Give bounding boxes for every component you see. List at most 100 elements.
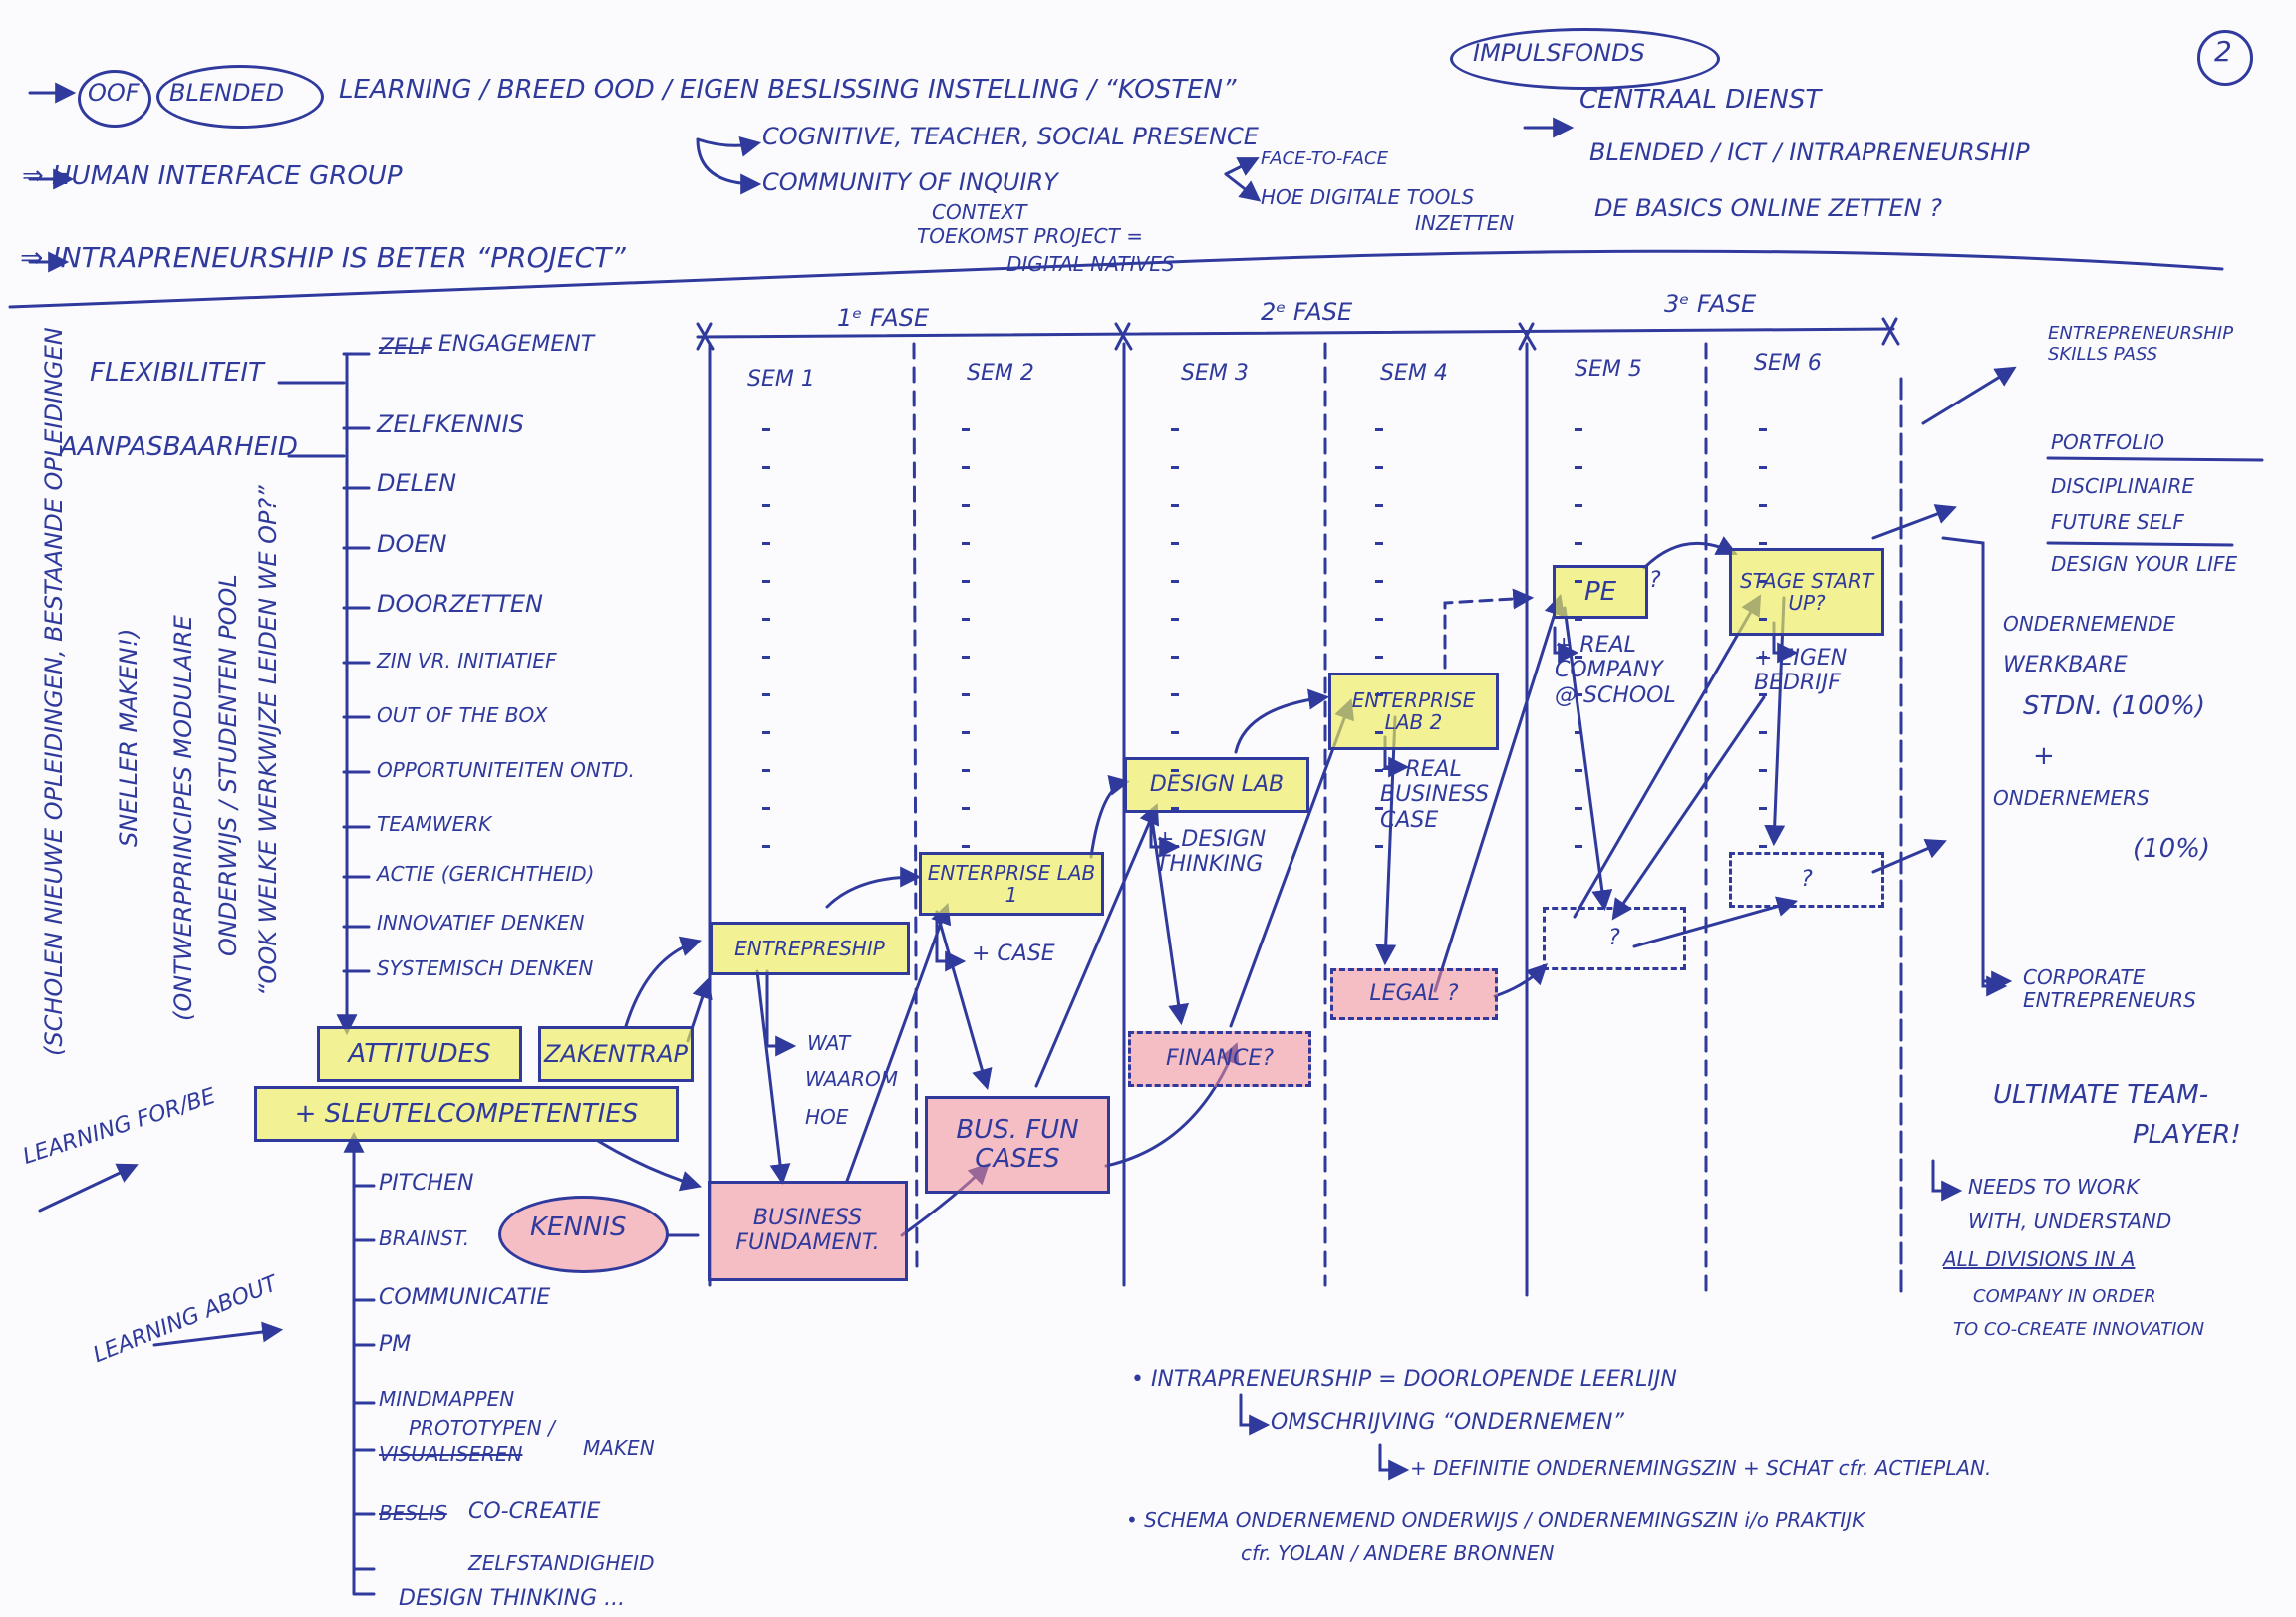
arrow-community: [696, 137, 762, 195]
vertical-note-4: ONDERWIJS / STUDENTEN POOL: [214, 574, 242, 956]
semester-dash: [1375, 466, 1383, 469]
arrow-legal-pe: [1433, 593, 1565, 993]
attitude-item-10: INNOVATIEF DENKEN: [377, 911, 585, 935]
sem-6: SEM 6: [1754, 351, 1822, 376]
semester-dash: [762, 580, 770, 583]
semester-dash: [1759, 807, 1767, 810]
kennis-design-thinking: DESIGN THINKING ...: [399, 1586, 626, 1611]
portfolio-line: [2046, 456, 2264, 462]
semester-dash: [1375, 428, 1383, 431]
skills-arrow: [1921, 366, 2017, 425]
attitude-item-11: SYSTEMISCH DENKEN: [377, 956, 594, 980]
semester-dash: [762, 731, 770, 734]
semester-dash: [962, 807, 970, 810]
semester-dash: [762, 428, 770, 431]
header-blended: BLENDED: [169, 79, 285, 107]
right-werkbare: WERKBARE: [2003, 653, 2128, 677]
attitude-item-2: DELEN: [377, 469, 457, 497]
semester-dash: [1171, 845, 1179, 848]
semester-dash: [1375, 504, 1383, 507]
semester-dash: [1575, 656, 1582, 659]
impulsfonds-circle: [1450, 28, 1720, 90]
attitude-item-9: ACTIE (GERICHTHEID): [377, 862, 595, 886]
semester-dash: [1575, 504, 1582, 507]
semester-dash: [962, 618, 970, 621]
semester-dash: [1375, 618, 1383, 621]
attitude-item-5: ZIN VR. INITIATIEF: [377, 649, 557, 673]
attitude-item-6: OUT OF THE BOX: [377, 703, 548, 727]
semester-dash: [1375, 769, 1383, 772]
note-pe-q: ?: [1649, 568, 1661, 593]
kennis-oval-label: KENNIS: [530, 1213, 627, 1242]
semester-dash: [962, 845, 970, 848]
semester-dash: [762, 656, 770, 659]
semester-dash: [1575, 731, 1582, 734]
header-oof: OOF: [88, 79, 140, 107]
col-line-2: [912, 342, 919, 1277]
oof-circle: [78, 70, 151, 128]
box-legal: LEGAL ?: [1330, 968, 1498, 1020]
attitudes-box: ATTITUDES: [317, 1026, 522, 1082]
arrow-face: [1224, 157, 1260, 176]
semester-dash: [762, 769, 770, 772]
timeline-line: [696, 327, 1895, 339]
sem-1: SEM 1: [747, 367, 815, 392]
kennis-bracket: [352, 1134, 376, 1596]
right-needs3: ALL DIVISIONS IN A: [1943, 1247, 2136, 1271]
sem-2: SEM 2: [967, 361, 1034, 386]
semester-dash: [962, 504, 970, 507]
arrow-lab2-pe: [1443, 588, 1535, 670]
semester-dash: [1171, 656, 1179, 659]
header-centraal: CENTRAAL DIENST: [1579, 85, 1822, 115]
kennis-beslis: BESLIS: [379, 1501, 447, 1525]
arrow-stage-out: [1871, 504, 1957, 540]
semester-dash: [1171, 580, 1179, 583]
right-needs4: COMPANY IN ORDER: [1973, 1286, 2156, 1307]
box-entrepreship: ENTREPRESHIP: [710, 922, 910, 975]
right-ondernemers: ONDERNEMERS: [1993, 786, 2150, 810]
arrow-q-stage: [1573, 594, 1762, 919]
semester-dash: [1759, 428, 1767, 431]
attitude-strike: ZELF: [379, 335, 432, 360]
bottom-arrow2: [1378, 1443, 1410, 1481]
learning-for-arrow: [38, 1163, 139, 1213]
semester-dash: [962, 580, 970, 583]
note-waarom: WAAROM: [805, 1067, 899, 1091]
vertical-note-1: (SCHOLEN NIEUWE OPLEIDINGEN, BESTAANDE O…: [40, 327, 68, 1056]
needs-arrow: [1931, 1159, 1963, 1202]
arrow-q-q2: [1632, 896, 1799, 948]
semester-dash: [1171, 542, 1179, 545]
note-real-company: + REAL COMPANY @ SCHOOL: [1555, 633, 1676, 708]
semester-dash: [1171, 807, 1179, 810]
right-ultimate1: ULTIMATE TEAM-: [1993, 1080, 2209, 1110]
box-stage-startup: STAGE START UP?: [1729, 548, 1884, 636]
arrow-q2-out: [1871, 838, 1947, 874]
semester-dash: [962, 428, 970, 431]
arrow-sleutel-bf: [596, 1139, 703, 1192]
header-line2: ⇒ HUMAN INTERFACE GROUP: [22, 161, 403, 191]
header-face: FACE-TO-FACE: [1261, 148, 1388, 169]
semester-dash: [1759, 656, 1767, 659]
phase-tick-3: [1518, 322, 1537, 351]
semester-dash: [1575, 428, 1582, 431]
arrow-bf-lab1: [845, 903, 952, 1183]
future-line: [2046, 541, 2234, 547]
bottom-note-5: cfr. YOLAN / ANDERE BRONNEN: [1241, 1541, 1555, 1565]
semester-dash: [1171, 428, 1179, 431]
semester-dash: [1171, 693, 1179, 696]
header-context3: DIGITAL NATIVES: [1006, 252, 1175, 276]
header-divider: [8, 249, 2224, 309]
arrow-design-lab2: [1234, 688, 1330, 754]
header-blended-ict: BLENDED / ICT / INTRAPRENEURSHIP: [1589, 138, 2030, 166]
attitude-item-7: OPPORTUNITEITEN ONTD.: [377, 758, 635, 782]
page-number: 2: [2214, 35, 2232, 68]
label-aanpasbaarheid: AANPASBAARHEID: [60, 432, 298, 462]
box-bus-fun-cases: BUS. FUN CASES: [925, 1096, 1110, 1194]
note-design-thinking: + DESIGN THINKING: [1156, 827, 1267, 878]
header-inzetten: INZETTEN: [1415, 211, 1515, 235]
box-q1: ?: [1543, 907, 1686, 970]
semester-dash: [1575, 618, 1582, 621]
semester-dash: [1171, 731, 1179, 734]
arrow-lab1-case: [935, 910, 967, 972]
kennis-cocreatie: CO-CREATIE: [468, 1499, 601, 1524]
